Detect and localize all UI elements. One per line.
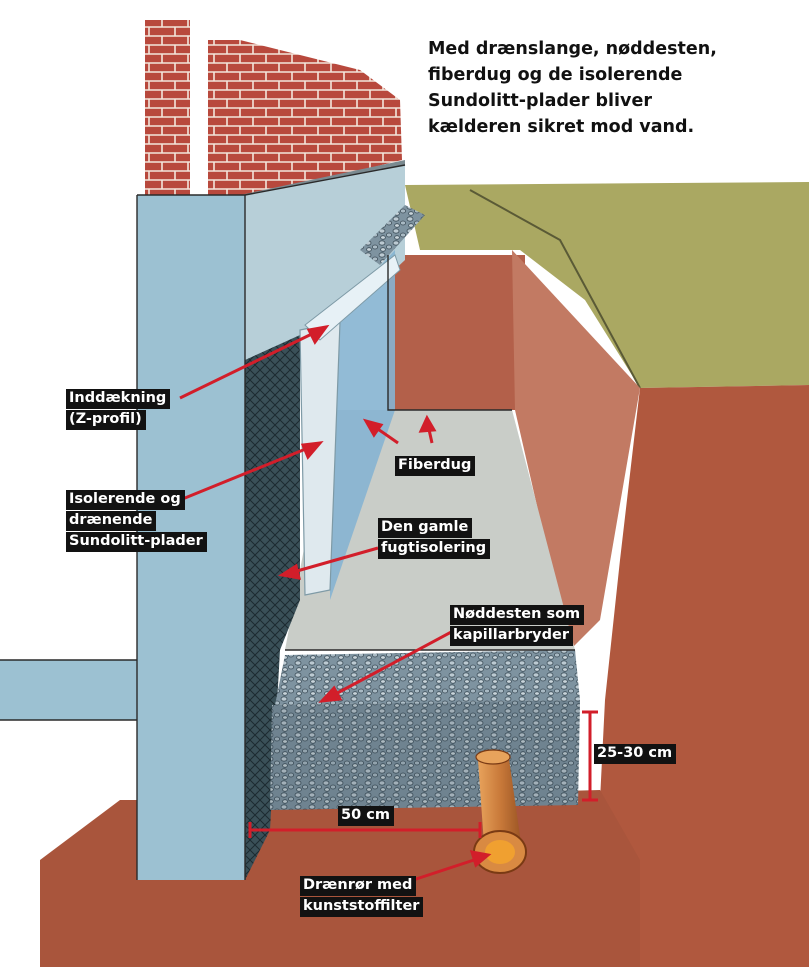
sundolitt-plates bbox=[245, 335, 300, 880]
label-line: fugtisolering bbox=[378, 539, 491, 559]
soil-right bbox=[560, 385, 809, 967]
label-line: drænende bbox=[66, 511, 157, 531]
brick-column-middle bbox=[208, 40, 240, 205]
label-line: Isolerende og bbox=[66, 490, 185, 510]
caption-line: fiberdug og de isolerende bbox=[428, 65, 683, 85]
arrow-isolerende bbox=[179, 444, 314, 502]
drain-pipe-opening bbox=[485, 840, 515, 864]
caption-line: Med drænslange, nøddesten, bbox=[428, 39, 717, 59]
grass-edge bbox=[469, 189, 641, 389]
arrow-head-fiberdug-1 bbox=[362, 418, 384, 438]
label-inddaekning: Inddækning (Z-profil) bbox=[66, 389, 171, 431]
arrow-inddaekning bbox=[179, 328, 321, 400]
label-line: Inddækning bbox=[66, 389, 171, 409]
brick-column-left bbox=[145, 20, 190, 210]
label-line: Den gamle bbox=[378, 518, 473, 538]
caption-line: kælderen sikret mod vand. bbox=[428, 117, 695, 137]
label-dim-width: 50 cm bbox=[338, 806, 394, 827]
arrow-head-draenror bbox=[469, 850, 492, 868]
label-noddesten: Nøddesten som kapillarbryder bbox=[450, 605, 585, 647]
label-line: Nøddesten som bbox=[450, 605, 585, 625]
label-draenror: Drænrør med kunststoffilter bbox=[300, 876, 424, 918]
label-line: (Z-profil) bbox=[66, 410, 146, 430]
dimension-height-marker bbox=[582, 710, 598, 802]
arrow-head-noddesten bbox=[318, 685, 343, 703]
drain-pipe-top bbox=[475, 749, 511, 765]
fiber-cloth bbox=[330, 250, 395, 600]
foundation-side bbox=[245, 165, 405, 360]
brick-wall bbox=[240, 40, 402, 200]
arrow-noddesten bbox=[329, 628, 456, 699]
caption-line: Sundolitt-plader bliver bbox=[428, 91, 652, 111]
arrow-head-inddaekning bbox=[306, 324, 330, 345]
dimension-width-marker bbox=[248, 822, 482, 838]
arrow-fugtisolering bbox=[289, 546, 379, 575]
label-line: 50 cm bbox=[338, 806, 394, 826]
drain-pipe-body bbox=[478, 752, 522, 858]
gravel-top-strip bbox=[360, 205, 425, 265]
callout-arrows bbox=[179, 324, 492, 887]
trench-right-wall bbox=[512, 250, 640, 650]
gravel-front-shade bbox=[270, 700, 580, 810]
label-dim-height: 25-30 cm bbox=[594, 744, 677, 765]
label-isolerende: Isolerende og drænende Sundolitt-plader bbox=[66, 490, 207, 553]
label-fugtisolering: Den gamle fugtisolering bbox=[378, 518, 491, 560]
arrow-head-isolerende bbox=[300, 441, 324, 460]
label-line: Fiberdug bbox=[395, 456, 476, 476]
floor-slab bbox=[0, 660, 137, 720]
diagram-caption: Med drænslange, nøddesten, fiberdug og d… bbox=[428, 36, 798, 140]
gravel-top bbox=[275, 650, 580, 705]
label-line: kapillarbryder bbox=[450, 626, 573, 646]
label-fiberdug: Fiberdug bbox=[395, 456, 476, 477]
label-line: kunststoffilter bbox=[300, 897, 424, 917]
trench-back-wall bbox=[388, 255, 525, 410]
label-line: Drænrør med bbox=[300, 876, 417, 896]
label-line: Sundolitt-plader bbox=[66, 532, 207, 552]
label-line: 25-30 cm bbox=[594, 744, 677, 764]
grass-surface bbox=[405, 182, 809, 388]
arrow-head-fiberdug-2 bbox=[418, 414, 437, 433]
arrow-head-fugtisolering bbox=[277, 563, 302, 580]
